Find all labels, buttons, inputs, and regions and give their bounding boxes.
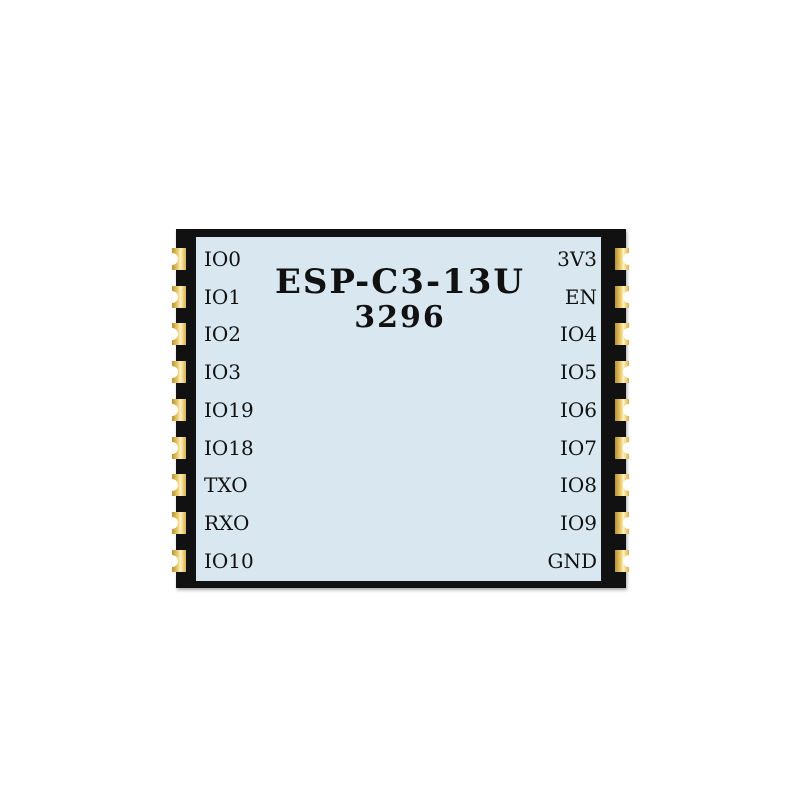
pin-label-right-1: 3V3 xyxy=(557,247,597,271)
pin-label-right-7: IO8 xyxy=(559,473,597,497)
pin-label-left-4: IO3 xyxy=(204,360,242,384)
pin-pad-right-8 xyxy=(615,512,635,534)
pin-pad-left-5 xyxy=(166,399,186,421)
pin-pad-left-8 xyxy=(166,512,186,534)
pin-label-right-3: IO4 xyxy=(559,322,597,346)
pin-pad-right-1 xyxy=(615,248,635,270)
pin-pad-right-6 xyxy=(615,437,635,459)
pin-pad-left-4 xyxy=(166,361,186,383)
pin-pad-left-2 xyxy=(166,286,186,308)
pin-label-left-8: RXO xyxy=(204,511,250,535)
pin-pad-left-9 xyxy=(166,550,186,572)
pin-pad-right-4 xyxy=(615,361,635,383)
module-name: ESP-C3-13U xyxy=(274,262,526,302)
pin-label-left-3: IO2 xyxy=(204,322,242,346)
pin-pad-left-6 xyxy=(166,437,186,459)
module-code: 3296 xyxy=(354,300,446,335)
pin-label-right-5: IO6 xyxy=(559,398,597,422)
pin-label-right-2: EN xyxy=(564,285,597,309)
pin-pad-right-5 xyxy=(615,399,635,421)
pin-label-right-9: GND xyxy=(547,549,597,573)
pin-pad-right-2 xyxy=(615,286,635,308)
pin-label-right-8: IO9 xyxy=(559,511,597,535)
pin-label-left-7: TXO xyxy=(204,473,248,497)
pin-pad-right-9 xyxy=(615,550,635,572)
pin-pad-right-7 xyxy=(615,474,635,496)
pin-pad-left-1 xyxy=(166,248,186,270)
module-shield xyxy=(196,237,601,581)
pin-label-left-1: IO0 xyxy=(204,247,242,271)
pin-label-right-6: IO7 xyxy=(559,436,597,460)
pin-pad-left-7 xyxy=(166,474,186,496)
pin-label-left-5: IO19 xyxy=(204,398,254,422)
pin-label-left-2: IO1 xyxy=(204,285,242,309)
pin-pad-right-3 xyxy=(615,323,635,345)
pin-label-right-4: IO5 xyxy=(559,360,597,384)
pin-pad-left-3 xyxy=(166,323,186,345)
pin-label-left-6: IO18 xyxy=(204,436,254,460)
pin-label-left-9: IO10 xyxy=(204,549,254,573)
